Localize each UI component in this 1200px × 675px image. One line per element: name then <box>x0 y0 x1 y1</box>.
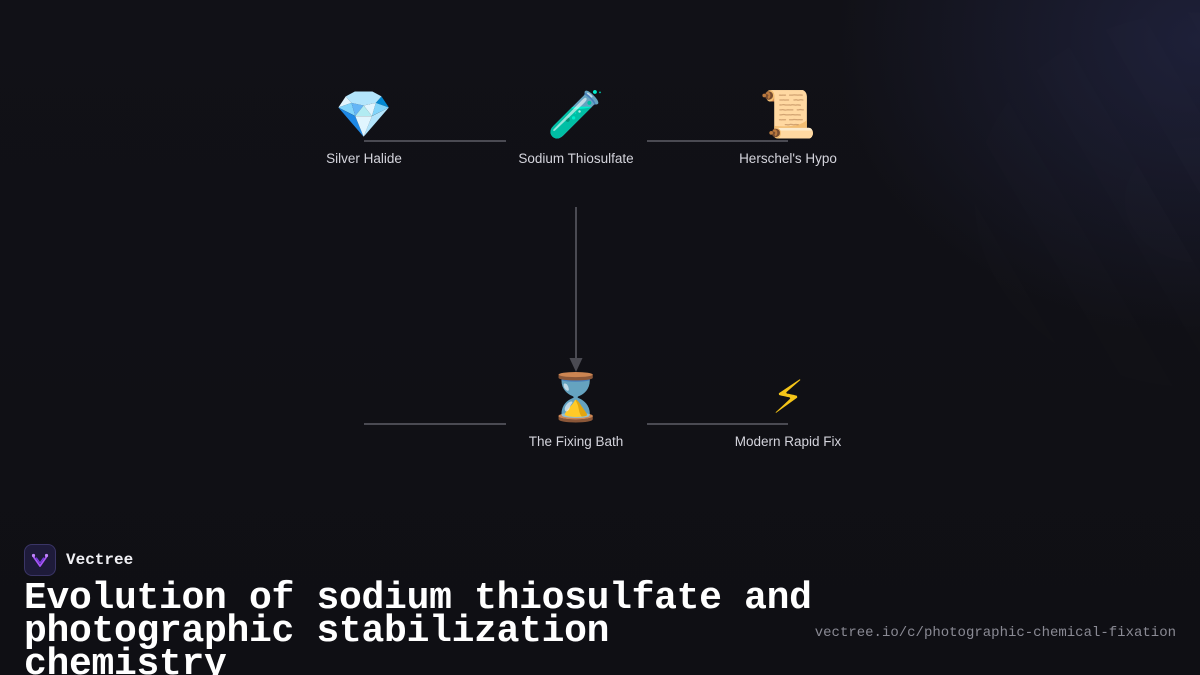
node-label: Silver Halide <box>326 151 402 166</box>
node-label: Sodium Thiosulfate <box>518 151 634 166</box>
node-fixing-bath[interactable]: ⌛ The Fixing Bath <box>476 369 676 449</box>
gem-icon: 💎 <box>335 87 393 141</box>
node-label: Modern Rapid Fix <box>734 434 842 449</box>
node-silver-halide[interactable]: 💎 Silver Halide <box>264 86 464 166</box>
page-title: Evolution of sodium thiosulfate and phot… <box>24 577 812 675</box>
node-label: The Fixing Bath <box>528 434 624 449</box>
node-sodium-thiosulfate[interactable]: 🧪 Sodium Thiosulfate <box>476 86 676 166</box>
brand-name: Vectree <box>66 551 134 569</box>
test-tube-icon: 🧪 <box>547 87 605 141</box>
node-herschels-hypo[interactable]: 📜 Herschel's Hypo <box>688 86 888 166</box>
scroll-icon: 📜 <box>759 87 817 141</box>
node-label: Herschel's Hypo <box>739 151 837 166</box>
edge-arrowhead <box>569 358 583 372</box>
brand[interactable]: Vectree <box>24 544 133 576</box>
hourglass-icon: ⌛ <box>547 370 605 424</box>
node-modern-rapid-fix[interactable]: ⚡ Modern Rapid Fix <box>688 369 888 449</box>
source-url[interactable]: vectree.io/c/photographic-chemical-fixat… <box>814 625 1176 641</box>
vectree-logo-icon <box>24 544 56 576</box>
lightning-icon: ⚡ <box>771 370 805 424</box>
